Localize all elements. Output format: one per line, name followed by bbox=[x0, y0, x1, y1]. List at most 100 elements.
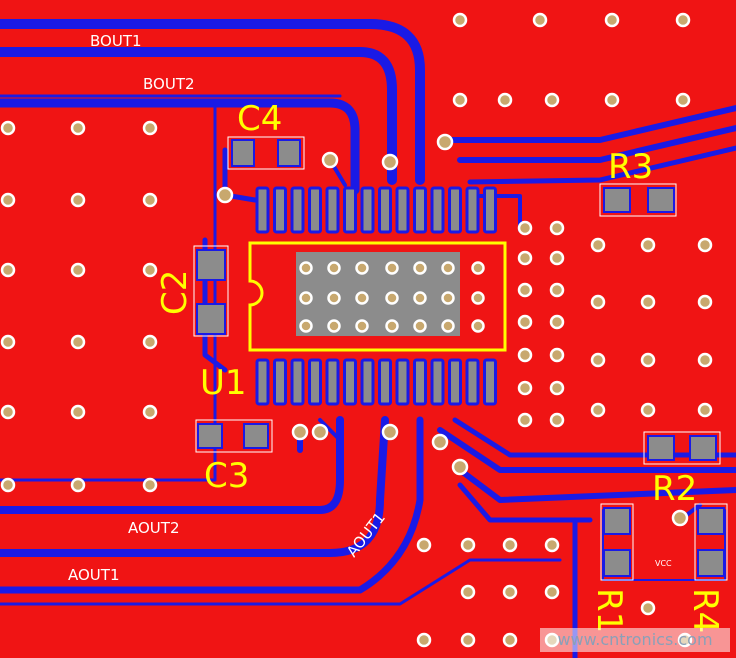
u1-pin bbox=[273, 358, 287, 406]
via bbox=[452, 92, 468, 108]
r4-label: R4 bbox=[685, 588, 725, 633]
u1-pin bbox=[360, 358, 375, 406]
u1-pin bbox=[465, 186, 480, 234]
watermark: www.cntronics.com bbox=[540, 628, 730, 652]
via bbox=[413, 319, 427, 333]
u1-pin bbox=[290, 358, 305, 406]
u1-pin bbox=[255, 358, 270, 406]
u1-pin bbox=[430, 358, 445, 406]
u1-pin bbox=[413, 358, 427, 406]
via bbox=[216, 186, 234, 204]
via bbox=[0, 404, 16, 420]
u1-label: U1 bbox=[200, 363, 247, 403]
u1-pin bbox=[430, 186, 445, 234]
via bbox=[431, 433, 449, 451]
u1-pin bbox=[308, 186, 322, 234]
via bbox=[590, 294, 606, 310]
via bbox=[544, 537, 560, 553]
via bbox=[0, 477, 16, 493]
via bbox=[517, 250, 533, 266]
via bbox=[517, 220, 533, 236]
via bbox=[327, 261, 341, 275]
via bbox=[142, 192, 158, 208]
c3-footprint bbox=[195, 419, 273, 453]
via bbox=[311, 423, 329, 441]
u1-pin bbox=[360, 186, 375, 234]
via bbox=[471, 319, 485, 333]
net-label-aout1: AOUT1 bbox=[68, 566, 120, 584]
c3-label: C3 bbox=[204, 456, 249, 496]
via bbox=[604, 92, 620, 108]
via bbox=[517, 380, 533, 396]
u1-top-pins bbox=[255, 186, 497, 234]
via-field bbox=[0, 12, 713, 648]
c4-label: C4 bbox=[237, 99, 282, 139]
u1-pin bbox=[325, 186, 340, 234]
via bbox=[549, 347, 565, 363]
via bbox=[549, 220, 565, 236]
via bbox=[640, 600, 656, 616]
c2-footprint bbox=[193, 245, 229, 337]
via bbox=[381, 423, 399, 441]
via bbox=[416, 537, 432, 553]
r3-footprint bbox=[599, 183, 677, 217]
via bbox=[502, 584, 518, 600]
u1-pin bbox=[378, 358, 392, 406]
r2-footprint bbox=[643, 431, 721, 465]
via bbox=[355, 291, 369, 305]
via bbox=[70, 192, 86, 208]
via bbox=[452, 12, 468, 28]
via bbox=[640, 402, 656, 418]
via bbox=[517, 412, 533, 428]
via bbox=[697, 402, 713, 418]
via bbox=[460, 584, 476, 600]
via bbox=[517, 347, 533, 363]
via bbox=[70, 477, 86, 493]
via bbox=[590, 402, 606, 418]
via bbox=[549, 412, 565, 428]
via bbox=[385, 319, 399, 333]
via bbox=[327, 319, 341, 333]
u1-pin bbox=[413, 186, 427, 234]
u1-pin bbox=[343, 358, 357, 406]
via bbox=[697, 237, 713, 253]
via bbox=[142, 334, 158, 350]
u1-silkscreen-outline bbox=[248, 241, 507, 352]
r4-footprint bbox=[694, 503, 728, 581]
r1-label: R1 bbox=[589, 588, 629, 633]
u1-pin bbox=[395, 186, 410, 234]
via bbox=[299, 291, 313, 305]
via bbox=[549, 380, 565, 396]
via bbox=[0, 192, 16, 208]
via bbox=[497, 92, 513, 108]
u1-pin bbox=[273, 186, 287, 234]
via bbox=[604, 12, 620, 28]
via bbox=[291, 423, 309, 441]
net-label-vcc: VCC bbox=[655, 559, 672, 568]
via bbox=[590, 352, 606, 368]
via bbox=[355, 319, 369, 333]
via bbox=[640, 294, 656, 310]
via bbox=[70, 262, 86, 278]
c2-label: C2 bbox=[155, 270, 195, 315]
via bbox=[0, 334, 16, 350]
via bbox=[451, 458, 469, 476]
net-label-bout1: BOUT1 bbox=[90, 32, 142, 50]
via bbox=[441, 319, 455, 333]
via bbox=[436, 133, 454, 151]
net-label-bout2: BOUT2 bbox=[143, 75, 195, 93]
via bbox=[142, 404, 158, 420]
via bbox=[675, 92, 691, 108]
via bbox=[142, 262, 158, 278]
via bbox=[502, 632, 518, 648]
via bbox=[671, 509, 689, 527]
via bbox=[544, 92, 560, 108]
u1-thermal-vias bbox=[299, 261, 485, 333]
via bbox=[385, 291, 399, 305]
via bbox=[460, 632, 476, 648]
u1-footprint bbox=[248, 186, 507, 406]
via bbox=[381, 153, 399, 171]
u1-pin bbox=[483, 358, 497, 406]
via bbox=[675, 12, 691, 28]
